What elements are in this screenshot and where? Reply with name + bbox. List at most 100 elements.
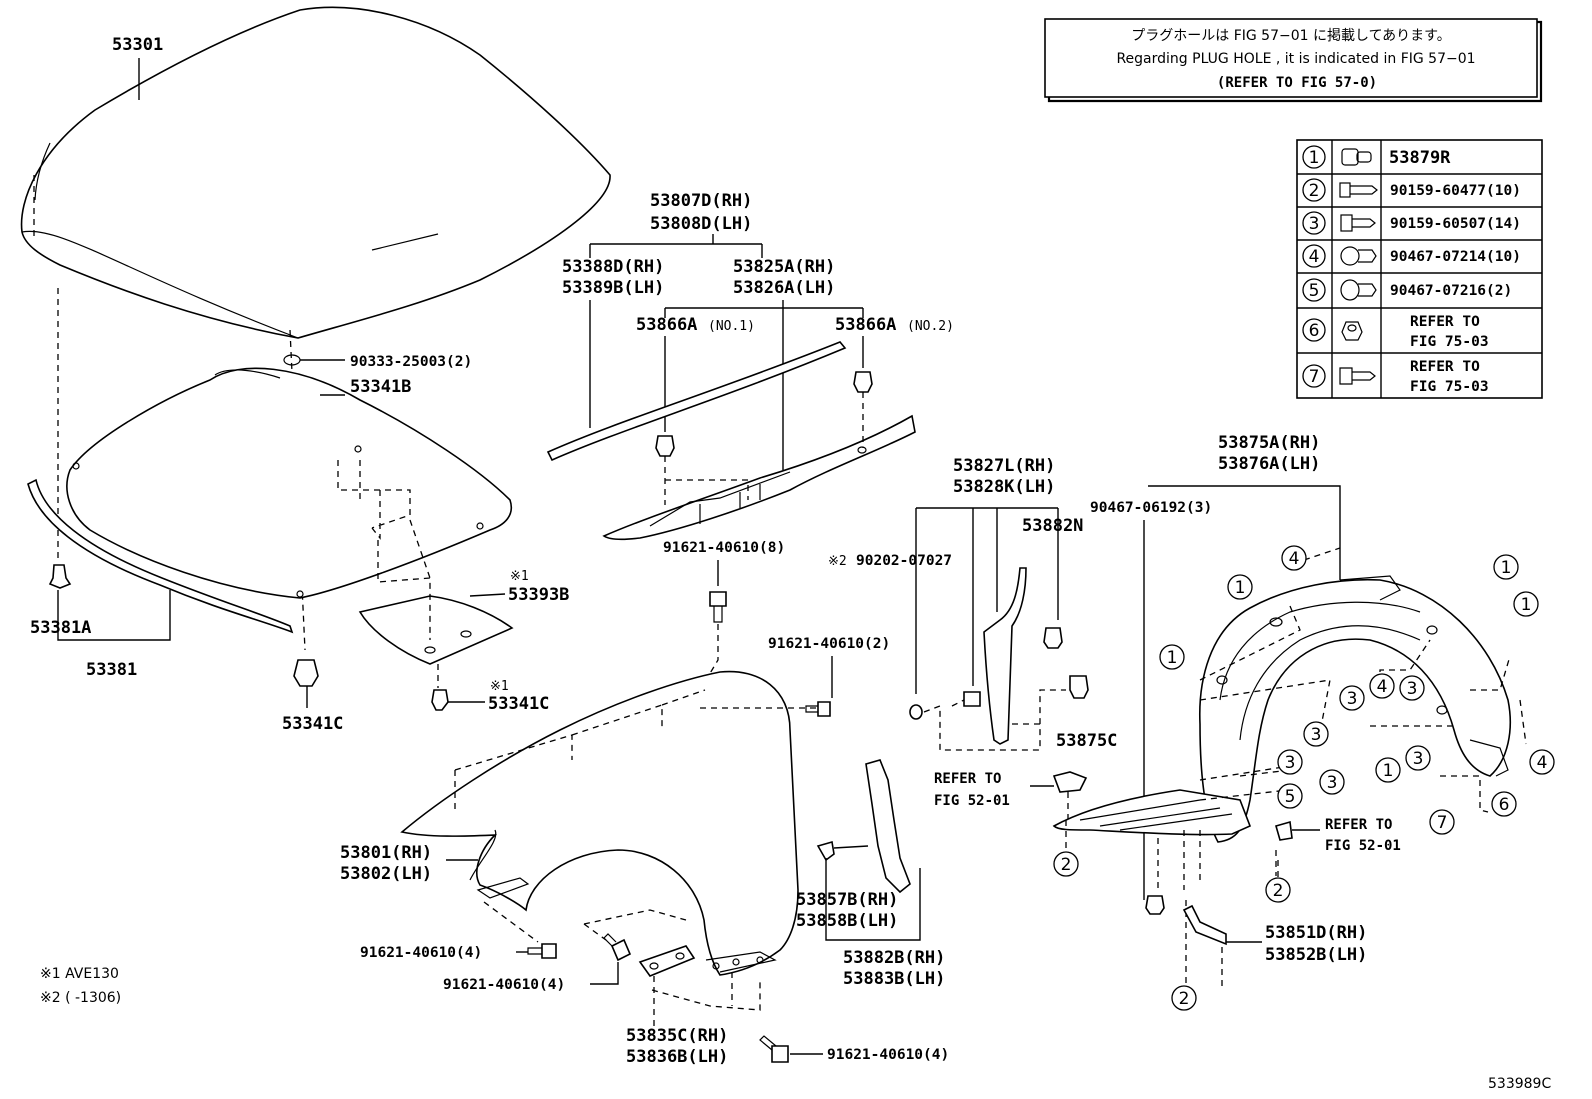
bracket-bolt-icon [759,1035,789,1063]
label-53857B: 53857B(RH) [796,890,898,910]
label-53858B: 53858B(LH) [796,911,898,931]
screw-icon [1340,214,1376,232]
label-53875C: 53875C [1056,731,1117,751]
legend-row-4: 4 90467-07214(10) [1302,244,1521,268]
wheel-housing-liner [1198,575,1511,843]
svg-text:FIG 75-03: FIG 75-03 [1410,379,1489,395]
label-91621-40610-8: 91621-40610(8) [663,540,785,556]
refer-to-b-line2: FIG 52-01 [1325,838,1401,854]
legend-row-2: 2 90159-60477(10) [1302,178,1521,202]
svg-text:3: 3 [1413,749,1424,769]
label-53852B: 53852B(LH) [1265,945,1367,965]
push-clip-icon [1340,279,1377,301]
svg-text:3: 3 [1347,689,1358,709]
legend-row-1: 1 53879R [1302,145,1451,169]
legend-row-5: 5 90467-07216(2) [1302,278,1512,302]
label-53883B: 53883B(LH) [843,969,945,989]
label-53866A-no2-sub: (NO.2) [907,319,954,334]
clip-53341C-b-icon [431,689,449,711]
label-53876A: 53876A(LH) [1218,454,1320,474]
svg-text:2: 2 [1273,881,1284,901]
cowl-top-louver [602,414,916,541]
svg-text:REFER TO: REFER TO [1410,359,1480,375]
svg-text:3: 3 [1407,679,1418,699]
label-53341C-a: 53341C [282,714,343,734]
clip-fig52-b-icon [1275,820,1293,841]
svg-text:5: 5 [1285,787,1296,807]
label-53341C-b: 53341C [488,694,549,714]
push-clip-icon [1340,246,1377,266]
label-53836B: 53836B(LH) [626,1047,728,1067]
svg-text:FIG 75-03: FIG 75-03 [1410,334,1489,350]
callout-3: 3 [1405,745,1431,771]
clip-53381A-icon [48,564,72,589]
callout-4: 4 [1281,545,1307,571]
svg-text:90467-07214(10): 90467-07214(10) [1390,249,1521,265]
label-53808D: 53808D(LH) [650,214,752,234]
diagram-code: 533989C [1488,1076,1551,1092]
fender-bracket [638,945,696,977]
callout-6: 6 [1491,791,1517,817]
svg-text:2: 2 [1309,181,1320,201]
svg-text:90159-60507(14): 90159-60507(14) [1390,216,1521,232]
svg-text:1: 1 [1521,595,1532,615]
label-90467-06192: 90467-06192(3) [1090,500,1212,516]
svg-text:7: 7 [1309,367,1320,387]
legend-row-7: 7 REFER TO FIG 75-03 [1302,359,1489,395]
cowl-clip-no2-icon [853,371,873,393]
svg-text:90159-60477(10): 90159-60477(10) [1390,183,1521,199]
callout-3: 3 [1303,721,1329,747]
svg-text:1: 1 [1309,148,1320,168]
svg-text:REFER TO: REFER TO [1410,314,1480,330]
svg-text:90467-07216(2): 90467-07216(2) [1390,283,1512,299]
notice-line-en: Regarding PLUG HOLE , it is indicated in… [1116,51,1475,67]
hood-panel [20,6,611,339]
liner-retainer-bracket [1182,904,1227,946]
cowl-clip-no1-icon [655,435,675,457]
callout-1: 1 [1513,591,1539,617]
label-53801: 53801(RH) [340,843,432,863]
callout-5: 5 [1277,783,1303,809]
label-53882N: 53882N [1022,516,1083,536]
label-91621-40610-4-b: 91621-40610(4) [443,977,565,993]
svg-text:2: 2 [1061,855,1072,875]
svg-text:1: 1 [1383,761,1394,781]
callout-2: 2 [1265,877,1291,903]
label-53851D: 53851D(RH) [1265,923,1367,943]
label-90202-07027: 90202-07027 [856,553,952,569]
fender-bolt-icon [805,701,831,717]
clip-53875C-icon [1069,675,1089,699]
notice-line-ref: (REFER TO FIG 57-0) [1217,75,1377,91]
label-91621-40610-4-c: 91621-40610(4) [827,1047,949,1063]
callout-markers: 1 1 1 1 3 4 3 3 3 3 1 3 5 4 6 7 2 2 2 4 [1053,545,1555,1011]
svg-text:2: 2 [1179,989,1190,1009]
fender-protector-strip [865,759,911,894]
svg-text:4: 4 [1537,753,1548,773]
fastener-legend-table: 1 53879R 2 90159-60477(10) 3 90159-60507… [1296,139,1543,399]
refer-to-b-line1: REFER TO [1325,817,1392,833]
label-53875A: 53875A(RH) [1218,433,1320,453]
callout-1: 1 [1227,574,1253,600]
svg-text:6: 6 [1309,321,1320,341]
label-53393B: 53393B [508,585,569,605]
svg-text:3: 3 [1285,753,1296,773]
insulator-plate-53393B [358,595,514,665]
svg-text:3: 3 [1311,725,1322,745]
label-53828K: 53828K(LH) [953,477,1055,497]
svg-text:4: 4 [1309,247,1320,267]
note-mark-1-b: ※1 [490,679,509,694]
notice-box: プラグホールは FIG 57−01 に掲載してあります。 Regarding P… [1044,18,1543,103]
footnote-1: ※1 AVE130 [40,966,119,982]
label-91621-40610-4-a: 91621-40610(4) [360,945,482,961]
svg-text:7: 7 [1437,813,1448,833]
clip-90467-icon [1145,895,1165,915]
callout-4: 4 [1529,749,1555,775]
screw-icon [1339,367,1376,385]
label-53835C: 53835C(RH) [626,1026,728,1046]
svg-text:4: 4 [1377,677,1388,697]
footnote-2: ※2 ( -1306) [40,990,121,1006]
svg-text:1: 1 [1501,558,1512,578]
legend-row-6: 6 REFER TO FIG 75-03 [1302,314,1489,350]
label-53866A-no1: 53866A [636,315,697,335]
callout-1: 1 [1375,757,1401,783]
